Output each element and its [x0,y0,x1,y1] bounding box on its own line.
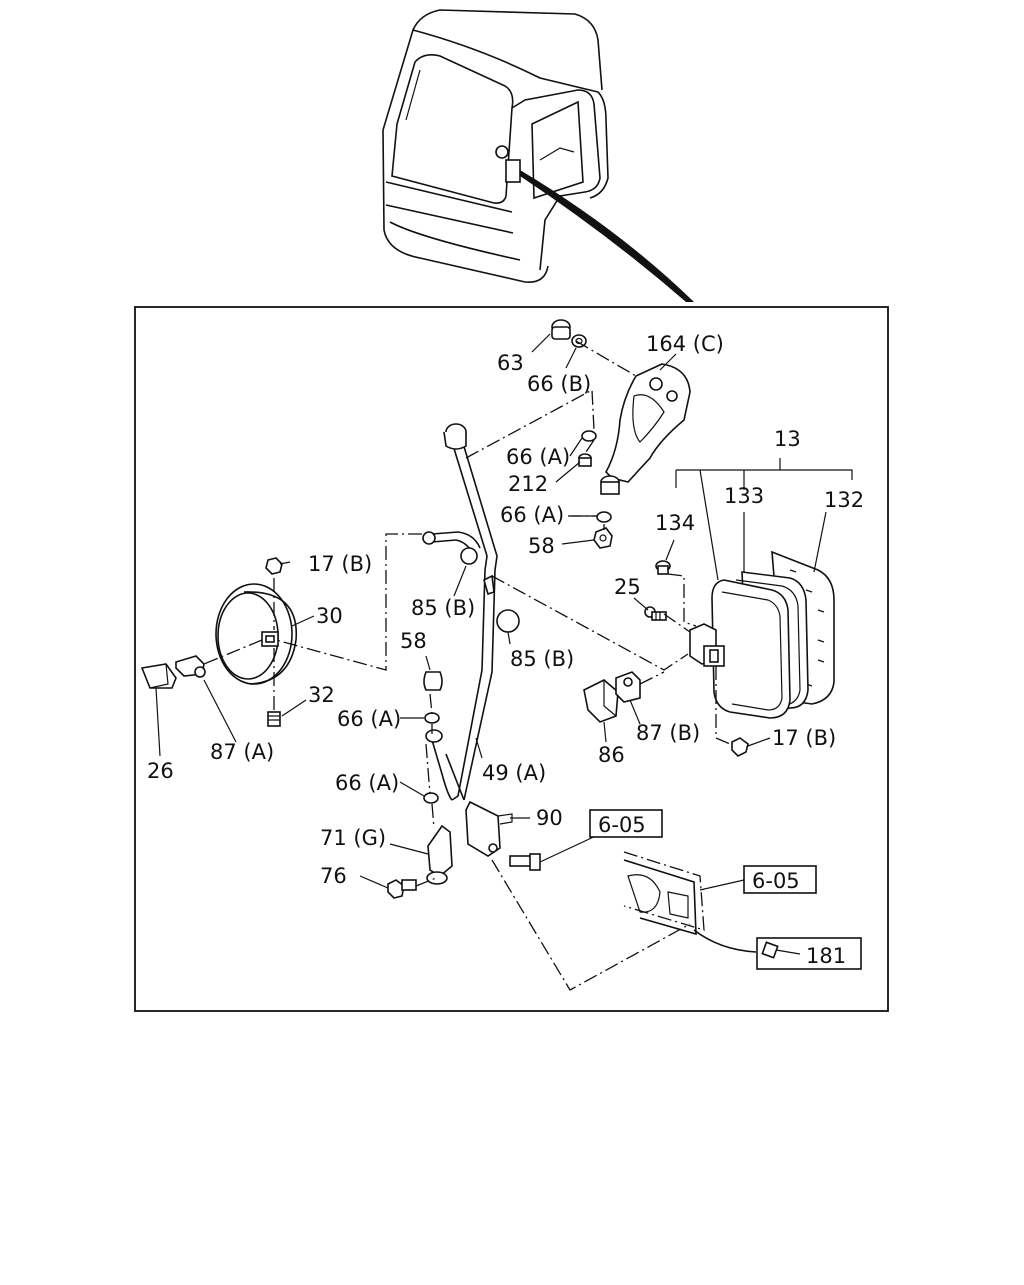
washer-part-66a-1 [581,430,597,442]
callout-76: 76 [320,864,347,888]
bracket-part-90 [465,800,513,857]
callout-87a: 87 (A) [210,740,274,764]
callout-86: 86 [598,743,625,767]
diagram-frame [134,306,889,1012]
nut-part-17b-right [731,737,749,757]
cover-part-86 [583,679,619,723]
screw-part-134 [655,560,671,575]
reference-box-1: 6-05 [589,809,663,838]
callout-71g: 71 (G) [320,826,386,850]
bolt-part-76 [387,879,417,899]
callout-87b: 87 (B) [636,721,700,745]
callout-32: 32 [308,683,335,707]
callout-26: 26 [147,759,174,783]
round-mirror-part-30 [215,583,297,685]
screw-part-25 [644,606,667,621]
leader-lines [155,333,853,955]
chassis-frame-section [623,851,757,953]
callout-85b-1: 85 (B) [411,596,475,620]
nut-part-58-mid [423,671,443,691]
cover-part-26 [140,663,177,689]
clip-part-181 [761,941,779,959]
callout-labels: 63 66 (B) 164 (C) 13 133 132 66 (A) 212 … [147,332,864,968]
callout-58-mid: 58 [400,629,427,653]
callout-133: 133 [724,484,764,508]
nut-part-17b-left [265,557,283,575]
callout-17b-right: 17 (B) [772,726,836,750]
reference-box-2: 6-05 [743,865,817,894]
reference-label-2: 6-05 [752,869,800,893]
callout-66a-2: 66 (A) [500,503,564,527]
truck-cab-icon [382,9,694,302]
cap-part-63 [551,319,571,340]
callout-30: 30 [316,604,343,628]
bolt-part-32 [267,711,281,727]
callout-66b: 66 (B) [527,372,591,396]
callout-66a-4: 66 (A) [335,771,399,795]
callout-17b-left: 17 (B) [308,552,372,576]
bracket-part-71g [426,824,453,885]
callout-58-top: 58 [528,534,555,558]
callout-13: 13 [774,427,801,451]
grommet-part-85b-2 [496,609,520,633]
callout-90: 90 [536,806,563,830]
mirror-stay-part-49a [422,423,498,801]
washer-part-66a-2 [596,511,612,523]
rect-mirror-part-13 [689,550,835,719]
reference-box-181 [756,937,862,970]
callout-181: 181 [806,944,846,968]
callout-49a: 49 (A) [482,761,546,785]
assembly-lines [203,340,731,991]
callout-25: 25 [614,575,641,599]
callout-212: 212 [508,472,548,496]
holder-part-87b [615,671,641,703]
spacer-part-212 [578,453,592,467]
bracket-part-164c [600,363,691,495]
bolt-part-6-05 [509,853,541,871]
reference-label-1: 6-05 [598,813,646,837]
callout-132: 132 [824,488,864,512]
callout-85b-2: 85 (B) [510,647,574,671]
holder-part-87a [175,655,206,678]
callout-66a-1: 66 (A) [506,445,570,469]
washer-part-66a-3 [424,712,440,724]
callout-66a-3: 66 (A) [337,707,401,731]
nut-part-58-top [593,527,613,549]
callout-164c: 164 (C) [646,332,724,356]
callout-63: 63 [497,351,524,375]
callout-134: 134 [655,511,695,535]
washer-part-66a-4 [423,792,439,804]
